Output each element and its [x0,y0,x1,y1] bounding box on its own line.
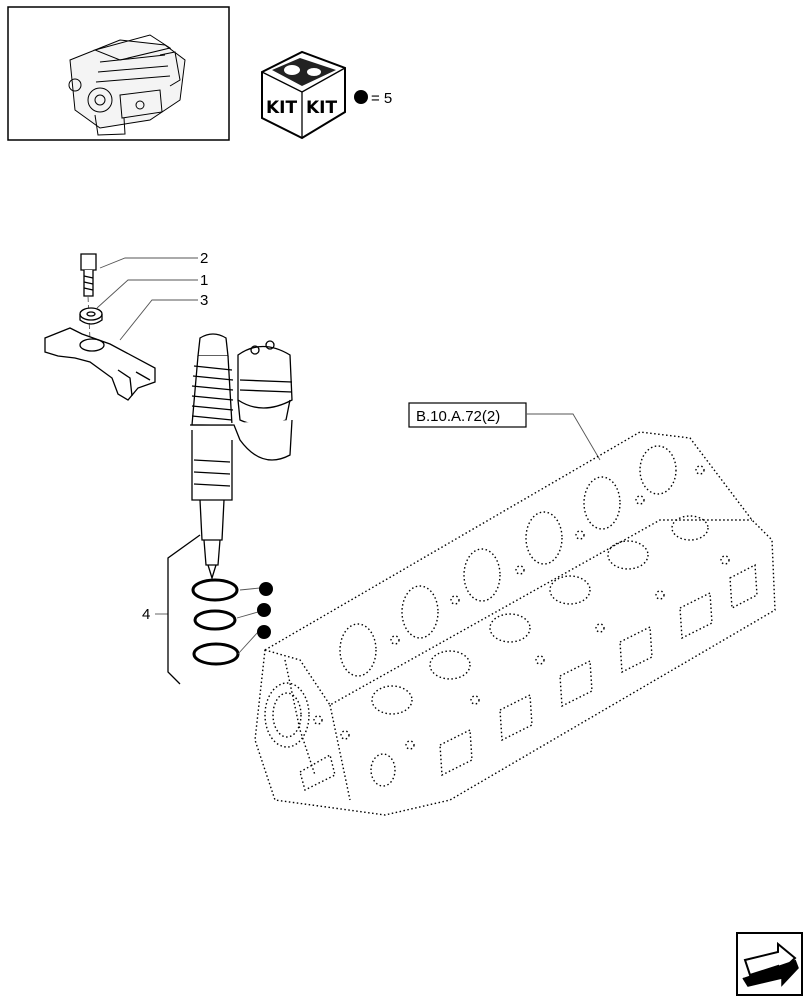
bolt-part [80,253,97,297]
kit-dot-seal-2 [257,603,271,617]
reference-box[interactable]: B.10.A.72(2) [408,402,527,428]
seal-ring-1 [191,578,239,602]
kit-box-icon: KIT KIT [261,50,346,140]
kit-legend-dot [354,90,368,104]
seal-1-leader [239,587,261,591]
engine-thumbnail [7,6,230,141]
callout-4-bracket [167,534,201,685]
callout-1-leader [96,279,198,309]
seal-2-leader [236,611,259,619]
seal-ring-3 [192,642,240,666]
next-page-arrow-icon [742,941,799,987]
kit-dot-seal-3 [257,625,271,639]
callout-2-leader [99,257,198,269]
callout-1-label: 1 [200,272,208,289]
reference-code: B.10.A.72(2) [416,408,500,425]
callout-2-label: 2 [200,250,208,267]
kit-label-left: KIT [266,98,297,118]
seal-3-leader [237,631,259,655]
callout-3-label: 3 [200,292,208,309]
clamp-part [44,327,156,401]
washer-part [79,307,103,325]
engine-thumbnail-icon [68,34,186,136]
kit-dot-seal-1 [259,582,273,596]
next-page-button[interactable] [736,932,803,996]
cylinder-head-part [254,431,776,816]
seal-ring-2 [193,609,237,631]
kit-label-right: KIT [306,98,337,118]
injector-part [190,333,293,581]
reference-leader [526,413,601,461]
callout-3-leader [119,299,198,341]
kit-legend-count: = 5 [371,90,392,107]
callout-4-label: 4 [142,606,150,623]
